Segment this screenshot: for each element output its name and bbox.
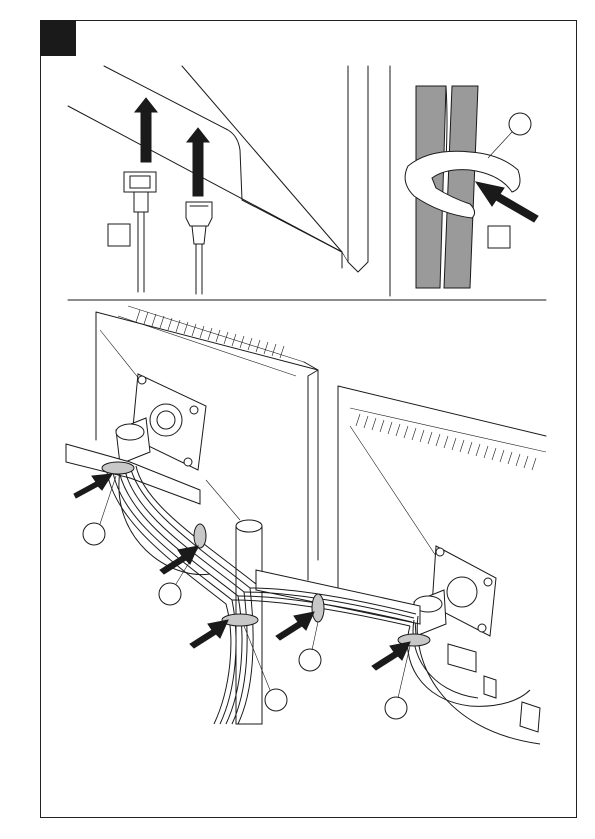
monitor-side (348, 66, 368, 272)
arrow-up-icon (187, 128, 209, 196)
arrow-right-icon (74, 474, 112, 498)
monitor-corner (342, 252, 348, 262)
callout-circle (159, 583, 181, 605)
callout-box (108, 224, 130, 246)
arrow-right-icon (190, 620, 228, 648)
cable-tie (102, 462, 134, 474)
power-connector (520, 702, 540, 732)
power-plug (186, 202, 212, 294)
arrow-left-icon (476, 182, 538, 222)
callout-circle (83, 523, 105, 545)
cable-tie (312, 594, 324, 622)
cable-tie (194, 524, 206, 548)
arrow-up-icon (135, 98, 157, 162)
callout-circle (385, 697, 407, 719)
vent-hatching (356, 414, 536, 470)
arrow-right-icon (276, 612, 314, 640)
callout-circle (509, 113, 531, 135)
monitor-back-edge (104, 66, 342, 268)
vent-hatching (136, 310, 284, 358)
panel-cable-routing (66, 306, 546, 744)
panel-cable-clip (405, 86, 538, 288)
arrow-right-icon (372, 642, 410, 670)
callout-circle (299, 649, 321, 671)
connector-box (448, 644, 476, 672)
callout-circle (265, 689, 287, 711)
callout-box (488, 226, 510, 248)
cable-right (444, 86, 478, 288)
panel-connectors (68, 66, 368, 294)
